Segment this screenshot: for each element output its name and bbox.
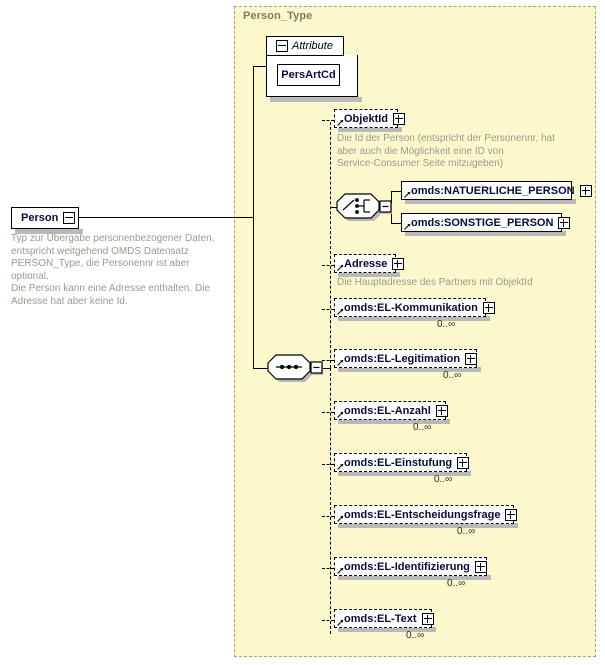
element-el-identifizierung-label: omds:EL-Identifizierung — [344, 560, 470, 573]
reference-arrow-icon — [337, 119, 344, 126]
expand-plus-icon[interactable] — [474, 560, 487, 573]
annotation-adresse: Die Hauptadresse des Partners mit Objekt… — [337, 277, 533, 288]
el-entscheidungsfrage-shadow — [338, 523, 518, 528]
expand-plus-icon[interactable] — [393, 112, 406, 125]
expand-plus-icon[interactable] — [482, 301, 495, 314]
objektid-shadow — [338, 127, 402, 132]
expand-plus-icon[interactable] — [421, 612, 434, 625]
reference-arrow-icon — [337, 359, 344, 366]
collapse-minus-icon[interactable] — [276, 40, 288, 52]
el-anzahl-shadow — [338, 419, 450, 424]
el-text-shadow — [338, 627, 436, 632]
connector-adresse — [322, 265, 334, 266]
sonstige-person-shadow — [405, 231, 566, 236]
reference-arrow-icon — [337, 619, 344, 626]
reference-arrow-icon — [337, 463, 344, 470]
expand-plus-icon[interactable] — [558, 216, 571, 229]
type-label: Person_Type — [243, 10, 313, 22]
element-natuerliche-person-label: omds:NATUERLICHE_PERSON — [411, 184, 575, 197]
expand-plus-icon[interactable] — [579, 184, 592, 197]
element-el-anzahl[interactable]: omds:EL-Anzahl — [334, 401, 448, 420]
connector-el-kommunikation — [322, 309, 334, 310]
sequence-compositor[interactable] — [265, 354, 323, 382]
reference-arrow-icon — [337, 567, 344, 574]
connector-el-text — [322, 620, 334, 621]
collapse-minus-icon[interactable] — [63, 212, 76, 224]
el-legitimation-shadow — [338, 367, 481, 372]
natuerliche-person-shadow — [405, 199, 576, 204]
connector-to-sequence — [253, 368, 270, 369]
multiplicity-el-legitimation: 0..∞ — [443, 370, 462, 381]
connector-root — [79, 217, 253, 218]
multiplicity-el-anzahl: 0..∞ — [413, 422, 432, 433]
element-el-anzahl-label: omds:EL-Anzahl — [344, 404, 431, 417]
person-box-shadow — [15, 229, 83, 234]
multiplicity-el-text: 0..∞ — [406, 630, 425, 641]
choice-compositor[interactable] — [334, 193, 392, 221]
connector-sequence-spine — [322, 368, 331, 369]
connector-el-anzahl — [322, 412, 334, 413]
element-el-text-label: omds:EL-Text — [344, 612, 417, 625]
connector-el-legitimation — [322, 360, 334, 361]
element-objektid[interactable]: ObjektId — [334, 109, 406, 128]
reference-arrow-icon — [404, 223, 411, 230]
element-sonstige-person[interactable]: omds:SONSTIGE_PERSON — [401, 213, 571, 232]
expand-plus-icon[interactable] — [435, 404, 448, 417]
element-el-einstufung-label: omds:EL-Einstufung — [344, 456, 453, 469]
element-objektid-label: ObjektId — [344, 112, 389, 125]
annotation-objektid: Die Id der Person (entspricht der Person… — [337, 133, 555, 169]
connector-spine-upper — [330, 122, 331, 368]
multiplicity-el-identifizierung: 0..∞ — [447, 578, 466, 589]
attribute-group[interactable]: Attribute — [266, 36, 344, 56]
connector-el-einstufung — [322, 464, 334, 465]
element-el-kommunikation-label: omds:EL-Kommunikation — [344, 301, 478, 314]
connector-el-identifizierung — [322, 568, 334, 569]
el-identifizierung-shadow — [338, 575, 491, 580]
connector-spine-lower — [330, 368, 331, 634]
connector-choice-top — [391, 191, 401, 192]
expand-plus-icon[interactable] — [505, 508, 518, 521]
connector-objektid — [322, 120, 334, 121]
attribute-persartcd-label: PersArtCd — [281, 69, 336, 81]
el-kommunikation-shadow — [338, 316, 490, 321]
attribute-group-label: Attribute — [292, 40, 333, 52]
element-el-entscheidungsfrage-label: omds:EL-Entscheidungsfrage — [344, 508, 501, 521]
reference-arrow-icon — [337, 411, 344, 418]
type-container — [234, 6, 596, 657]
reference-arrow-icon — [337, 515, 344, 522]
element-natuerliche-person[interactable]: omds:NATUERLICHE_PERSON — [401, 181, 592, 200]
element-el-text[interactable]: omds:EL-Text — [334, 609, 434, 628]
attribute-persartcd[interactable]: PersArtCd — [277, 64, 340, 86]
multiplicity-el-einstufung: 0..∞ — [434, 474, 453, 485]
multiplicity-el-kommunikation: 0..∞ — [437, 319, 456, 330]
reference-arrow-icon — [404, 191, 411, 198]
multiplicity-el-entscheidungsfrage: 0..∞ — [457, 526, 476, 537]
el-einstufung-shadow — [338, 471, 471, 476]
adresse-shadow — [338, 272, 400, 277]
root-element-label: Person — [21, 212, 59, 224]
connector-to-choice — [330, 207, 338, 208]
element-adresse-label: Adresse — [344, 257, 388, 270]
attribute-panel-shadow — [270, 97, 362, 102]
root-element-person[interactable]: Person — [11, 207, 79, 229]
element-el-kommunikation[interactable]: omds:EL-Kommunikation — [334, 298, 495, 317]
root-description: Typ zur Übergabe personenbezogener Daten… — [11, 233, 215, 307]
element-el-legitimation[interactable]: omds:EL-Legitimation — [334, 349, 478, 368]
connector-choice-bottom — [391, 223, 401, 224]
reference-arrow-icon — [337, 308, 344, 315]
element-sonstige-person-label: omds:SONSTIGE_PERSON — [411, 216, 554, 229]
element-el-einstufung[interactable]: omds:EL-Einstufung — [334, 453, 470, 472]
connector-el-entscheidungsfrage — [322, 516, 334, 517]
connector-to-attribute — [253, 66, 267, 67]
element-el-legitimation-label: omds:EL-Legitimation — [344, 352, 461, 365]
element-el-identifizierung[interactable]: omds:EL-Identifizierung — [334, 557, 487, 576]
expand-plus-icon[interactable] — [465, 352, 478, 365]
expand-plus-icon[interactable] — [457, 456, 470, 469]
element-el-entscheidungsfrage[interactable]: omds:EL-Entscheidungsfrage — [334, 505, 518, 524]
expand-plus-icon[interactable] — [392, 257, 405, 270]
reference-arrow-icon — [337, 264, 344, 271]
element-adresse[interactable]: Adresse — [334, 254, 405, 273]
connector-trunk — [253, 66, 254, 368]
